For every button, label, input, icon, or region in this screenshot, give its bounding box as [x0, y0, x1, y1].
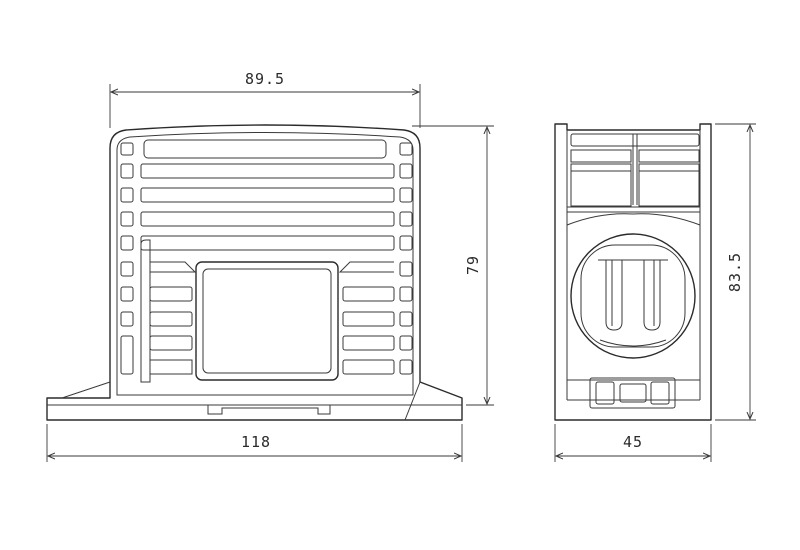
- dim-label-45: 45: [623, 433, 643, 451]
- front-body-outline: [46, 124, 463, 421]
- front-center-window-inner: [202, 268, 332, 374]
- front-left-foot-edge: [61, 381, 111, 399]
- side-dimensions: 45 83.5: [554, 123, 756, 462]
- front-full-ribs: [140, 163, 395, 251]
- dim-label-118: 118: [241, 433, 271, 451]
- side-din-latch: [567, 377, 700, 409]
- dim-label-89-5: 89.5: [245, 70, 285, 88]
- front-right-short-ribs: [338, 261, 395, 375]
- front-top-rib: [143, 139, 387, 159]
- side-conductor-ring-inner: [580, 244, 686, 348]
- side-housing-arc: [566, 213, 701, 381]
- dim-label-83-5: 83.5: [726, 252, 744, 292]
- front-right-slots: [399, 142, 413, 375]
- side-clamp-jaws: [598, 259, 668, 347]
- front-left-slots: [120, 142, 134, 375]
- side-clamp-block: [567, 149, 700, 213]
- front-right-foot-edge: [404, 381, 421, 421]
- front-left-bracket: [140, 239, 151, 383]
- front-inner-outline: [116, 132, 414, 396]
- din-rail-notch: [207, 405, 331, 415]
- front-center-window-outer: [195, 261, 339, 381]
- front-dimensions: 89.5 118 79: [46, 70, 494, 462]
- side-conductor-ring-outer: [570, 233, 696, 359]
- side-view: [554, 123, 712, 421]
- side-top-band: [570, 133, 700, 147]
- front-view: [46, 124, 463, 421]
- dim-label-79: 79: [464, 255, 482, 275]
- front-left-short-ribs: [149, 261, 197, 375]
